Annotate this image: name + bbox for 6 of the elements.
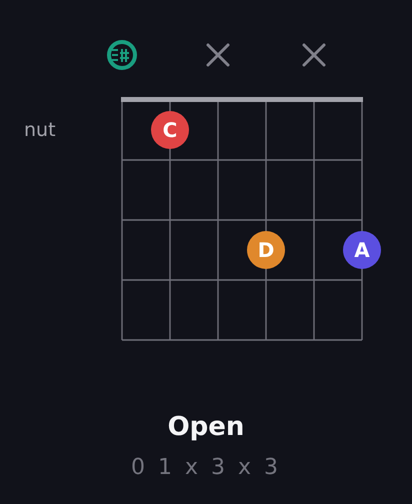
chord-title: Open <box>168 412 244 442</box>
note-dot: D <box>247 231 285 269</box>
note-dot: A <box>343 231 381 269</box>
nut-label: nut <box>24 118 56 142</box>
note-dot: C <box>151 111 189 149</box>
fingering-text: 0 1 x 3 x 3 <box>131 455 281 480</box>
